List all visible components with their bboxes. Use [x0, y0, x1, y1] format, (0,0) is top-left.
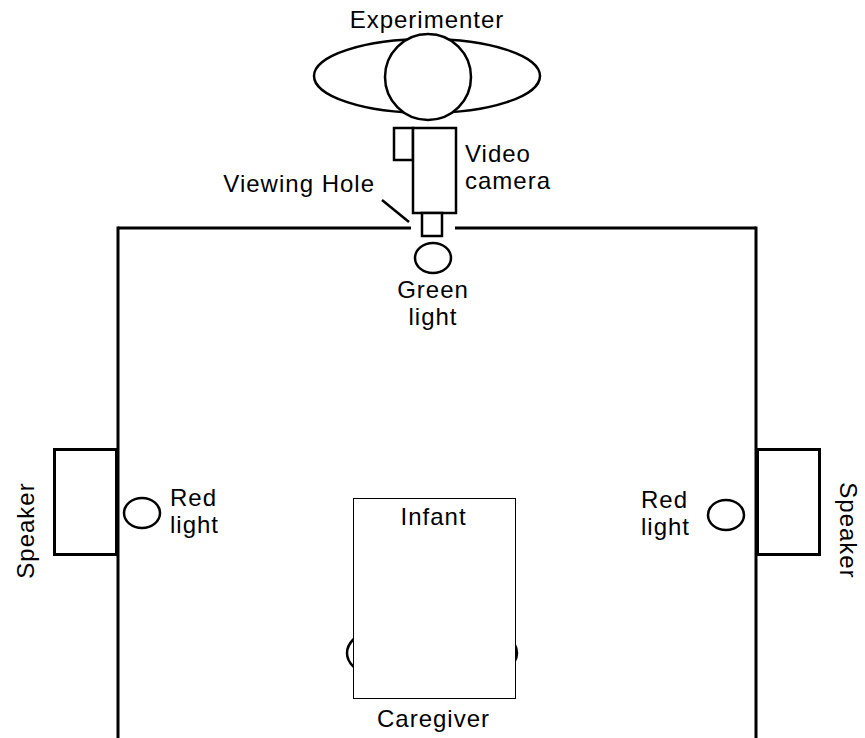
booth-wall: [455, 227, 756, 230]
caregiver-label: Caregiver: [377, 705, 490, 732]
part-label: Viewing Hole: [160, 170, 375, 197]
infant-seat-area: InfantCaregiver: [353, 498, 516, 699]
light-label: Red light: [170, 484, 240, 538]
light-label: Red light: [641, 486, 711, 540]
speaker-box: Speaker: [756, 448, 821, 556]
camera-viewfinder: [394, 128, 413, 160]
red-light: [708, 500, 744, 530]
person-label: Experimenter: [317, 6, 537, 33]
infant-label: Infant: [401, 503, 467, 530]
camera-lens: [422, 213, 442, 236]
video-camera: [413, 128, 456, 213]
light-label: Green light: [388, 276, 478, 330]
speaker-label: Speaker: [834, 482, 861, 578]
speaker-box: Speaker: [53, 448, 118, 556]
speaker-label: Speaker: [11, 482, 38, 578]
booth-wall: [118, 227, 411, 230]
experimenter-head: [385, 34, 471, 120]
device-label: Video camera: [465, 140, 575, 194]
leader-line: [382, 200, 409, 222]
red-light: [124, 498, 160, 528]
green-light: [415, 243, 451, 273]
